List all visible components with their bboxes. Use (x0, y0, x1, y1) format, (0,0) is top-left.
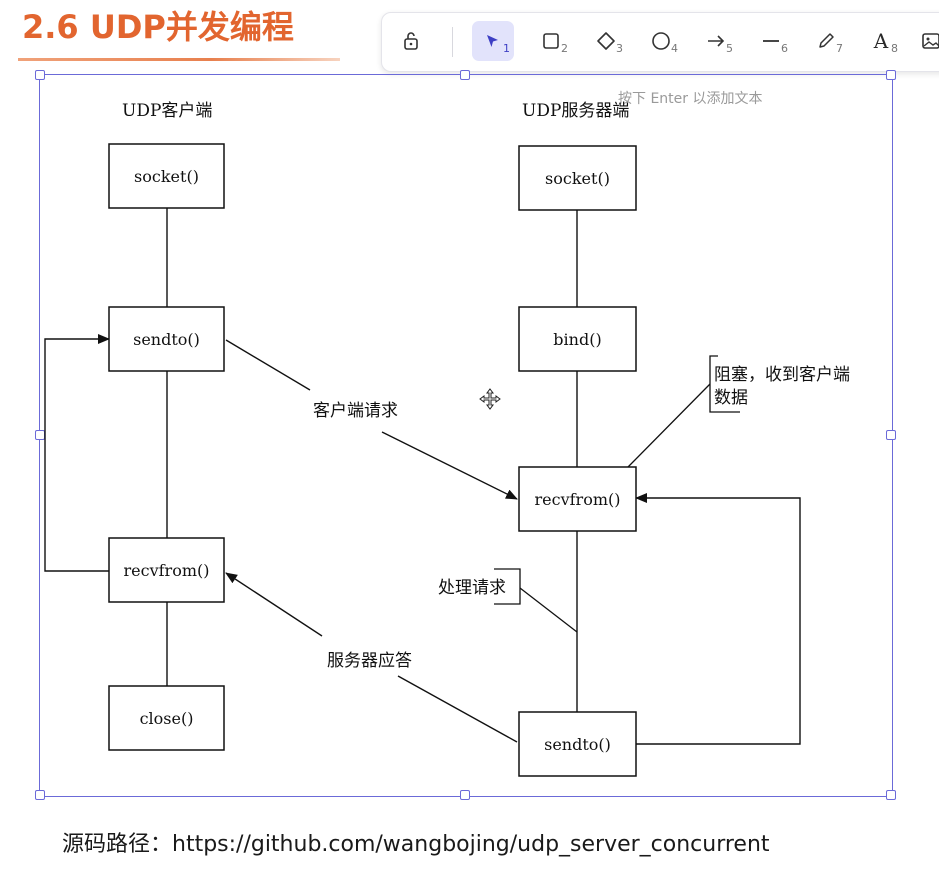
server-sendto-box (518, 711, 637, 777)
resize-handle-top-right[interactable] (886, 70, 896, 80)
source-path-footer: 源码路径：https://github.com/wangbojing/udp_s… (62, 832, 770, 857)
resize-handle-right[interactable] (886, 430, 896, 440)
server-recvfrom-label: recvfrom() (535, 490, 621, 509)
title-underline (18, 58, 340, 61)
process-callout-bracket (494, 568, 521, 605)
process-label: 处理请求 (438, 578, 506, 598)
server-socket-box (518, 145, 637, 211)
blocking-label-line2: 数据 (714, 388, 748, 408)
request-arrow-segment (225, 339, 311, 391)
blocking-callout-line (627, 383, 711, 468)
server-heading: UDP服务器端 (522, 101, 629, 121)
reply-label: 服务器应答 (327, 651, 412, 671)
server-bind-label: bind() (553, 330, 601, 349)
server-recvfrom-box (518, 466, 637, 532)
client-sendto-label: sendto() (133, 330, 200, 349)
resize-handle-bottom-right[interactable] (886, 790, 896, 800)
client-heading: UDP客户端 (122, 101, 212, 121)
client-recvfrom-label: recvfrom() (124, 561, 210, 580)
lock-icon[interactable] (390, 21, 432, 61)
request-label: 客户端请求 (313, 401, 398, 421)
diamond-tool-icon[interactable]: 3 (585, 21, 627, 61)
toolbar-divider (452, 27, 453, 57)
request-arrow-head (381, 431, 518, 500)
resize-handle-bottom-left[interactable] (35, 790, 45, 800)
server-socket-label: socket() (545, 169, 610, 188)
move-cursor-icon (479, 388, 501, 416)
blocking-label-line1: 阻塞，收到客户端 (714, 365, 850, 385)
client-close-box (108, 685, 225, 751)
enter-text-hint: 按下 Enter 以添加文本 (618, 91, 763, 107)
server-sendto-label: sendto() (544, 735, 611, 754)
page-title: 2.6 UDP并发编程 (22, 8, 294, 46)
resize-handle-top-left[interactable] (35, 70, 45, 80)
client-loop-arrow (44, 334, 110, 572)
server-loop-arrow (635, 493, 801, 745)
rectangle-tool-icon[interactable]: 2 (530, 21, 572, 61)
select-tool-icon[interactable]: 1 (472, 21, 514, 61)
process-callout-line (519, 587, 578, 633)
blocking-callout-bracket (709, 355, 740, 413)
reply-arrow-head (225, 572, 323, 637)
reply-arrow-segment (397, 675, 518, 743)
client-close-label: close() (140, 709, 194, 728)
client-sendto-box (108, 306, 225, 372)
pencil-tool-icon[interactable]: 7 (805, 21, 847, 61)
line-tool-icon[interactable]: 6 (763, 40, 788, 55)
text-tool-icon[interactable]: A 8 (873, 29, 898, 55)
client-recvfrom-box (108, 537, 225, 603)
ellipse-tool-icon[interactable]: 4 (640, 21, 682, 61)
resize-handle-top[interactable] (460, 70, 470, 80)
arrow-tool-icon[interactable]: 5 (695, 21, 737, 61)
resize-handle-bottom[interactable] (460, 790, 470, 800)
client-socket-box (108, 143, 225, 209)
client-socket-label: socket() (134, 167, 199, 186)
drawing-toolbar: 1 2 3 4 5 6 7 A 8 (381, 12, 939, 72)
server-bind-box (518, 306, 637, 372)
image-tool-icon[interactable] (910, 21, 939, 61)
